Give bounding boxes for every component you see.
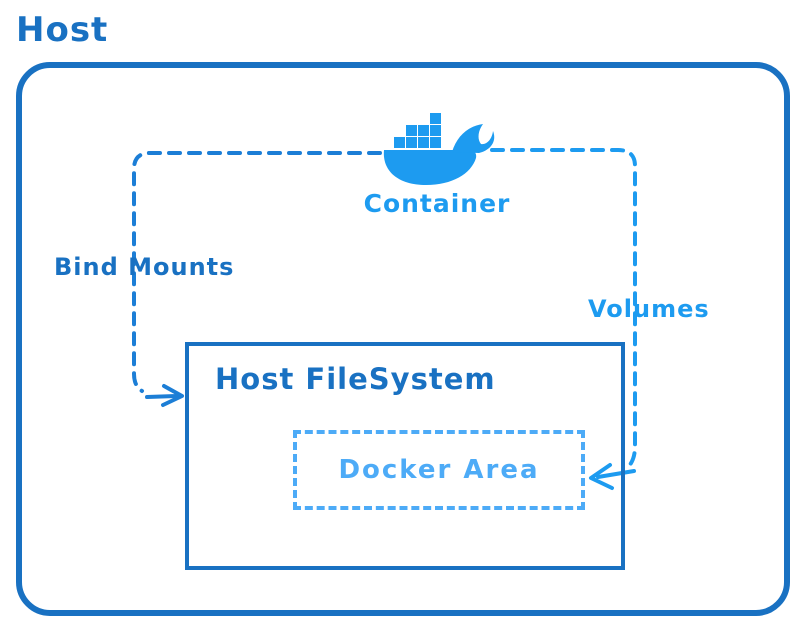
volumes-label: Volumes [588,295,710,323]
docker-area-label: Docker Area [338,455,540,485]
container-stack-boxes [394,113,441,148]
host-title: Host [16,10,109,50]
whale-tail [452,124,495,153]
container-label: Container [363,189,511,218]
bind-mounts-label: Bind Mounts [54,253,235,281]
volumes-arrowhead [589,463,636,490]
host-filesystem-box: Host FileSystem Docker Area [185,342,625,570]
docker-area-box: Docker Area [293,430,585,510]
bind-mounts-arrowhead [145,384,184,407]
host-boundary-box [16,62,790,616]
volumes-edge [490,148,637,469]
docker-whale-icon [383,113,495,185]
host-filesystem-label: Host FileSystem [215,362,496,396]
whale-body [383,150,477,185]
